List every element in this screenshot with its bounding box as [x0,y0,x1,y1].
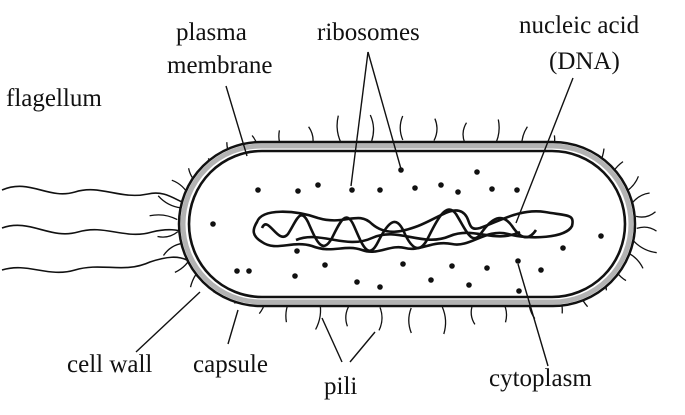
plasma-membrane-label-line1: plasma [176,19,247,46]
pilus [399,115,404,141]
ribosome-dot [516,288,522,294]
ribosome-dot [354,279,360,285]
pilus [408,307,412,334]
dna-strand-lower [295,230,521,244]
plasma-membrane-leader [225,85,248,157]
ribosome-dot [560,245,566,251]
pilus [378,307,383,331]
plasma-membrane-label-line2: membrane [167,52,273,79]
ribosome-dot [538,267,544,273]
pilus [162,242,184,256]
ribosome-dot [474,169,480,175]
cytoplasm-label: cytoplasm [489,365,592,392]
ribosome-dot [295,188,301,194]
pilus [149,214,178,221]
ribosomes-label: ribosomes [317,19,420,46]
flagellum-strand-3 [1,256,188,274]
nucleic-acid-label-line1: nucleic acid [519,12,640,39]
ribosome-dot [246,268,252,274]
ribosome-dot [484,265,490,271]
ribosomes [210,167,604,294]
flagellum-strand-2 [1,224,186,236]
pilus [462,122,468,143]
pilus [441,306,447,335]
ribosome-dot [514,187,520,193]
labels: plasma membrane ribosomes nucleic acid (… [6,12,640,400]
ribosome-dot [449,263,455,269]
pilus [336,115,342,144]
ribosome-dot [515,258,521,264]
pilus [636,226,657,232]
pilus [157,231,179,238]
cell-wall [180,143,634,305]
ribosome-dot [400,261,406,267]
ribosome-dot [292,273,298,279]
pili-leader-1 [321,317,343,363]
dna-leader [515,77,574,224]
ribosome-dot [322,262,328,268]
ribosome-dot [255,187,261,193]
cytoplasm-leader [517,263,549,367]
pilus [635,211,656,218]
dna-coil [260,208,538,252]
ribosome-dot [466,282,472,288]
ribosome-leader-2 [367,51,402,170]
ribosome-dot [315,182,321,188]
ribosome-dot [398,167,404,173]
flagellum-strand-1 [1,185,188,205]
leader-lines [135,51,574,367]
dna-outer-loop [252,209,574,253]
ribosome-leader-1 [350,51,369,187]
pili-leader-2 [349,331,376,363]
ribosome-dot [349,187,355,193]
pilus [433,118,438,141]
nucleoid-dna [252,208,574,253]
ribosome-dot [234,268,240,274]
pilus [632,239,657,254]
capsule-label: capsule [193,351,268,378]
ribosome-dot [377,284,383,290]
nucleic-acid-label-line2: (DNA) [549,48,620,75]
pilus [345,304,350,327]
cell-wall-label: cell wall [67,351,152,378]
ribosome-dot [438,182,444,188]
ribosome-dot [428,277,434,283]
pilus [470,304,476,325]
ribosome-dot [210,221,216,227]
ribosome-dot [294,248,300,254]
ribosome-dot [489,186,495,192]
cell-wall-leader [135,291,201,353]
flagella [1,185,188,274]
capsule-leader [227,309,239,345]
pilus [157,195,182,209]
ribosome-dot [455,189,461,195]
pili-label: pili [324,373,357,400]
ribosome-dot [412,185,418,191]
ribosome-dot [377,187,383,193]
flagellum-label: flagellum [6,85,102,112]
pilus [630,192,650,206]
ribosome-dot [598,233,604,239]
pilus [369,114,375,142]
